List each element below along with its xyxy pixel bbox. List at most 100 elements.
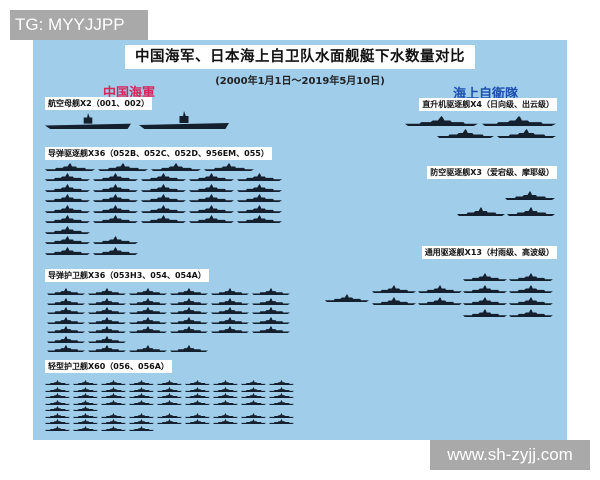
corvette-ship xyxy=(269,412,294,418)
corvette-ship xyxy=(241,393,266,398)
destroyer-ship xyxy=(93,183,138,192)
corvette-ship xyxy=(101,386,126,392)
date-range: (2000年1月1日～2019年5月10日) xyxy=(215,76,385,87)
destroyer-ship xyxy=(93,236,138,244)
corvette-ship xyxy=(213,419,238,424)
general-destroyer-ship xyxy=(417,297,462,305)
frigate-ship xyxy=(47,335,85,343)
frigate-ship xyxy=(88,326,126,333)
frigate-ship xyxy=(47,316,85,324)
corvette-ship xyxy=(101,419,126,424)
carrier-label: 航空母舰X2（001、002） xyxy=(45,97,153,110)
helicopter-destroyer-ship xyxy=(405,116,478,126)
infographic-title: 中国海军、日本海上自卫队水面舰艇下水数量对比 xyxy=(125,45,475,69)
general-destroyer-label: 通用驱逐舰X13（村雨级、高波级） xyxy=(421,246,557,259)
destroyer-ship xyxy=(189,204,234,213)
corvette-ship xyxy=(241,399,266,405)
frigate-ship xyxy=(252,297,290,305)
destroyer-ship xyxy=(93,194,138,202)
frigate-ship xyxy=(170,326,208,333)
corvette-ship xyxy=(185,399,210,405)
frigate-ship xyxy=(211,307,249,314)
destroyer-ship xyxy=(93,215,138,223)
corvette-ship xyxy=(73,425,98,431)
corvette-ship xyxy=(101,380,126,385)
corvette-ship xyxy=(269,380,294,385)
destroyer-ship xyxy=(45,225,90,234)
frigate-ship xyxy=(252,288,290,295)
frigate-ship xyxy=(88,335,126,343)
corvette-ship xyxy=(241,380,266,385)
destroyer-ship xyxy=(45,163,95,171)
frigate-ship xyxy=(170,316,208,324)
corvette-ship xyxy=(73,419,98,424)
destroyer-ship xyxy=(141,215,186,223)
frigate-ship xyxy=(47,345,85,352)
destroyer-ship xyxy=(189,173,234,181)
destroyer-ship xyxy=(93,204,138,213)
frigate-ship xyxy=(170,345,208,352)
corvette-ship xyxy=(45,406,70,411)
destroyer-ship xyxy=(45,204,90,213)
destroyer-ship xyxy=(93,173,138,181)
destroyer-ship xyxy=(45,183,90,192)
corvette-ship xyxy=(129,380,154,385)
corvette-ship xyxy=(185,386,210,392)
destroyer-ship xyxy=(237,173,282,181)
frigate-ship xyxy=(88,316,126,324)
watermark-top-left: TG: MYYJJPP xyxy=(10,10,148,40)
corvette-ship xyxy=(101,425,126,431)
corvette-ship xyxy=(101,412,126,418)
frigate-ship xyxy=(252,307,290,314)
frigate-ship xyxy=(211,288,249,295)
destroyer-ship xyxy=(93,246,138,255)
frigate-ship xyxy=(211,326,249,333)
corvette-ship xyxy=(73,393,98,398)
destroyer-ship xyxy=(189,183,234,192)
corvette-ship xyxy=(45,419,70,424)
frigate-ship xyxy=(129,297,167,305)
corvette-ship xyxy=(129,386,154,392)
corvette-ship xyxy=(269,419,294,424)
corvette-ship xyxy=(45,412,70,418)
corvette-ship xyxy=(213,393,238,398)
corvette-ship xyxy=(241,419,266,424)
corvette-ship xyxy=(129,393,154,398)
destroyer-ship xyxy=(189,194,234,202)
corvette-ship xyxy=(45,386,70,392)
corvette-ship xyxy=(73,399,98,405)
aa-destroyer-ship xyxy=(507,207,555,216)
destroyer-ship xyxy=(204,163,254,171)
frigate-ship xyxy=(170,307,208,314)
corvette-ship xyxy=(213,380,238,385)
destroyer-ship xyxy=(141,183,186,192)
corvette-ship xyxy=(213,386,238,392)
corvette-ship xyxy=(101,393,126,398)
general-destroyer-ship xyxy=(509,273,553,281)
helicopter-destroyer-label: 直升机驱逐舰X4（日向级、出云级） xyxy=(419,98,557,111)
corvette-ship xyxy=(269,399,294,405)
corvette-ship xyxy=(45,425,70,431)
corvette-ship xyxy=(129,419,154,424)
frigate-ship xyxy=(211,316,249,324)
destroyer-ship xyxy=(237,204,282,213)
frigate-ship xyxy=(129,345,167,352)
destroyer-ship xyxy=(45,215,90,223)
frigate-ship xyxy=(252,326,290,333)
corvette-ship xyxy=(73,380,98,385)
corvette-ship xyxy=(185,380,210,385)
destroyer-ship xyxy=(189,215,234,223)
frigate-ship xyxy=(129,326,167,333)
general-destroyer-ship xyxy=(508,285,553,293)
corvette-ship xyxy=(157,386,182,392)
frigate-ship xyxy=(88,345,126,352)
general-destroyer-ship xyxy=(417,285,462,293)
helicopter-destroyer-ship xyxy=(497,129,556,138)
aa-destroyer-label: 防空驱逐舰X3（爱宕级、摩耶级） xyxy=(427,166,557,179)
helicopter-destroyer-ship xyxy=(482,116,556,126)
frigate-ship xyxy=(47,326,85,333)
corvette-ship xyxy=(157,412,182,418)
destroyer-ship xyxy=(237,194,282,202)
general-destroyer-ship xyxy=(463,285,507,293)
destroyer-ship xyxy=(237,215,282,223)
